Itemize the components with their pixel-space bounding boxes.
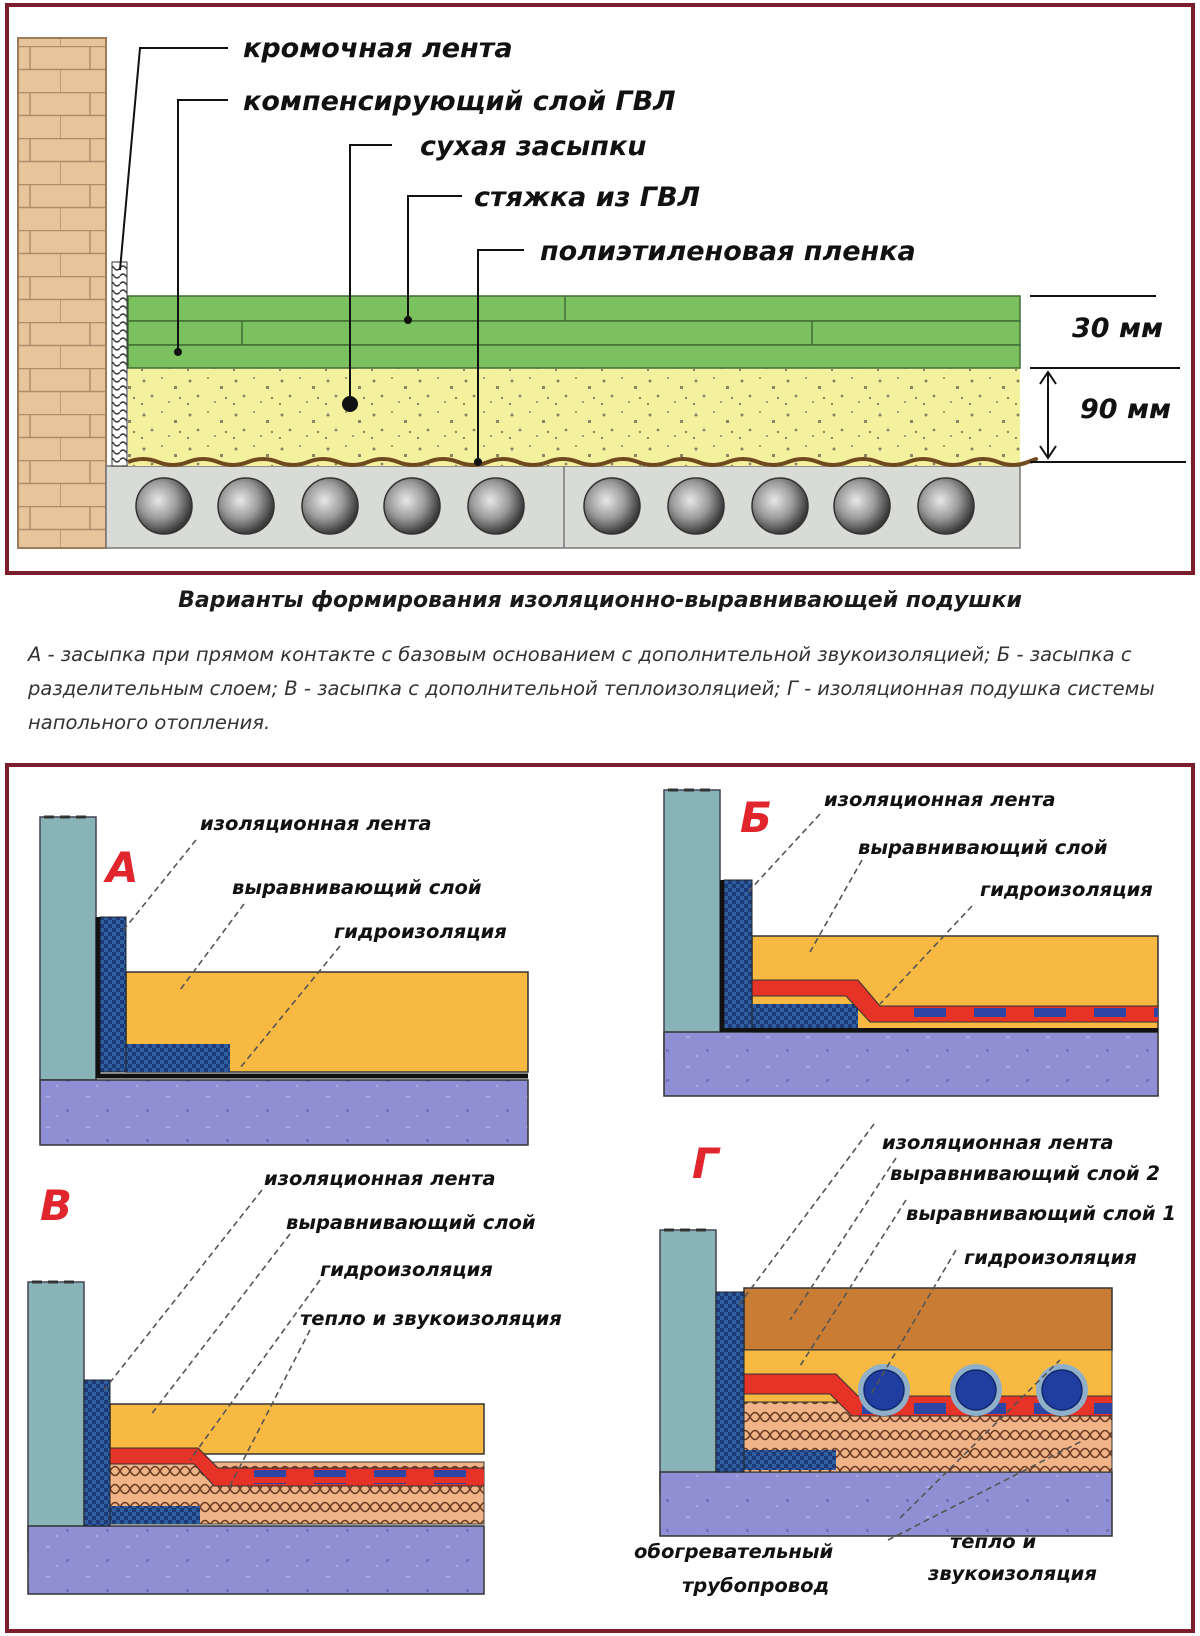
label-v-tape: изоляционная лента <box>264 1167 496 1190</box>
sound-mat <box>126 1044 230 1072</box>
heating-pipe-core <box>863 1369 905 1411</box>
label-a-screed: выравнивающий слой <box>232 876 482 899</box>
wall <box>663 789 721 1059</box>
slab-void <box>751 477 809 535</box>
label-g-screed-2: выравнивающий слой 2 <box>890 1162 1160 1185</box>
label-screed: стяжка из ГВЛ <box>474 182 700 213</box>
label-compensating-layer: компенсирующий слой ГВЛ <box>243 86 676 117</box>
label-film: полиэтиленовая пленка <box>540 236 916 267</box>
label-v-waterproofing: гидроизоляция <box>320 1258 493 1281</box>
label-dry-fill: сухая засыпкu <box>420 131 647 162</box>
variant-letter-v: В <box>40 1181 72 1230</box>
variant-letter-a: А <box>103 843 139 892</box>
variant-g: Г изоляционная лента выравнивающий слой … <box>634 1123 1176 1597</box>
top-diagram: кромочная лента компенсирующий слой ГВЛ … <box>5 3 1195 575</box>
waterproofing <box>95 917 528 1079</box>
slab-void <box>917 477 975 535</box>
slab-void <box>583 477 641 535</box>
label-g-tape: изоляционная лента <box>882 1131 1114 1154</box>
screed-layer <box>125 971 529 1073</box>
label-v-insulation: тепло и звукоизоляция <box>300 1307 562 1330</box>
slab-void <box>467 477 525 535</box>
wall <box>27 1281 85 1553</box>
brick-wall <box>17 37 107 549</box>
insulation-tape <box>83 1379 111 1527</box>
base-slab <box>27 1525 485 1595</box>
insulation-tape <box>99 916 127 1073</box>
label-g-waterproofing: гидроизоляция <box>964 1246 1137 1269</box>
slab-void <box>383 477 441 535</box>
variant-v: В изоляционная лента выравнивающий слой … <box>27 1167 562 1595</box>
dimension-lines <box>1030 295 1186 463</box>
base-slab <box>663 1031 1159 1097</box>
dimension-90mm: 90 мм <box>1080 394 1171 425</box>
variant-letter-g: Г <box>692 1139 721 1188</box>
polyethylene-film <box>127 457 1038 467</box>
sound-mat <box>110 1506 200 1524</box>
heating-pipe-core <box>1041 1369 1083 1411</box>
variant-b: Б изоляционная лента выравнивающий слой … <box>663 788 1159 1097</box>
slab-void <box>135 477 193 535</box>
hollow-core-slab <box>105 465 1021 549</box>
gvl-boards <box>127 295 1021 369</box>
dimension-30mm: 30 мм <box>1072 313 1163 344</box>
label-b-screed: выравнивающий слой <box>858 836 1108 859</box>
label-g-insulation-2: звукоизоляция <box>927 1562 1097 1585</box>
base-slab <box>39 1079 529 1146</box>
slab-void <box>667 477 725 535</box>
label-a-waterproofing: гидроизоляция <box>334 920 507 943</box>
label-a-tape: изоляционная лента <box>200 812 432 835</box>
wall <box>659 1229 717 1493</box>
label-v-screed: выравнивающий слой <box>286 1211 536 1234</box>
base-slab <box>659 1471 1113 1537</box>
label-g-heating-pipe-1: обогревательный <box>634 1540 834 1563</box>
top-leader-lines <box>119 47 524 462</box>
variant-a: А изоляционная лента выравнивающий слой … <box>39 812 529 1146</box>
heating-pipes <box>858 1364 1088 1416</box>
slab-void <box>301 477 359 535</box>
heating-pipe-core <box>955 1369 997 1411</box>
label-b-waterproofing: гидроизоляция <box>980 878 1153 901</box>
screed-layer <box>109 1403 485 1455</box>
caption-text: А - засыпка при прямом контакте с базовы… <box>28 643 1155 734</box>
insulation-tape <box>723 879 753 1031</box>
insulation-tape <box>715 1291 745 1473</box>
variants-diagram: А изоляционная лента выравнивающий слой … <box>5 763 1195 1633</box>
label-b-tape: изоляционная лента <box>824 788 1056 811</box>
variant-letter-b: Б <box>740 793 772 842</box>
dry-fill-layer <box>128 368 1020 466</box>
label-edge-tape: кромочная лента <box>243 33 513 64</box>
sound-mat <box>744 1450 836 1470</box>
sound-mat <box>752 1004 858 1028</box>
caption-title: Варианты формирования изоляционно-выравн… <box>178 588 1022 613</box>
label-g-insulation-1: тепло и <box>950 1530 1036 1553</box>
edge-tape <box>111 261 128 467</box>
slab-void <box>833 477 891 535</box>
label-g-heating-pipe-2: трубопровод <box>682 1574 829 1597</box>
label-g-screed-1: выравнивающий слой 1 <box>906 1202 1176 1225</box>
wall <box>39 816 97 1081</box>
slab-void <box>217 477 275 535</box>
